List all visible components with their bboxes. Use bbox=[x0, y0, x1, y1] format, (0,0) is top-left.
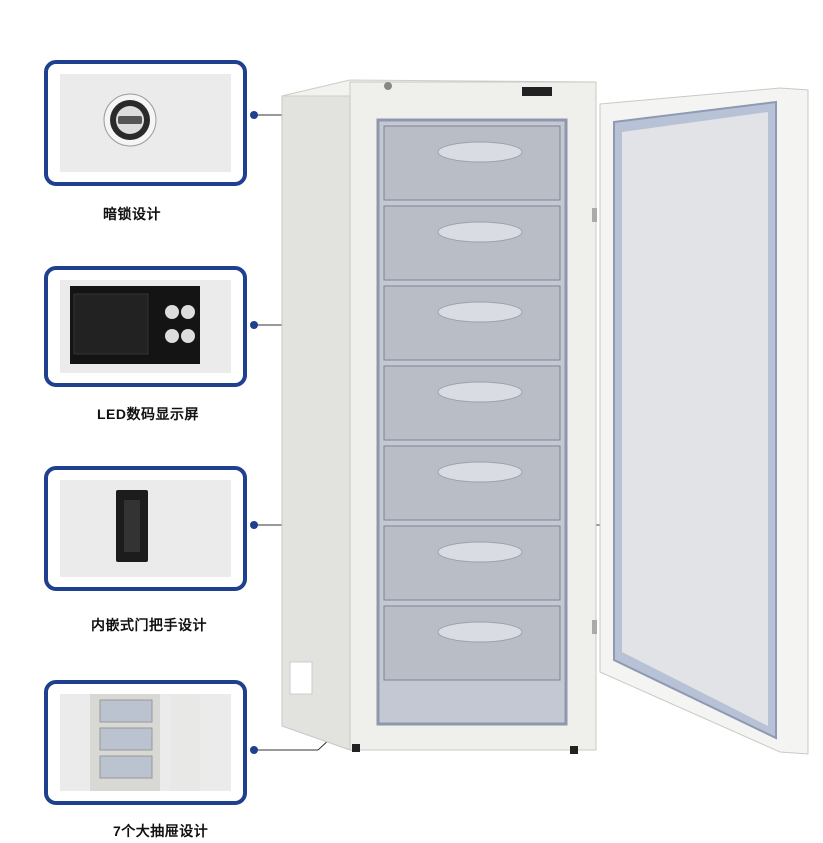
lock-icon bbox=[103, 93, 157, 147]
caption-display: LED数码显示屏 bbox=[97, 406, 199, 422]
display-panel-icon bbox=[70, 286, 200, 364]
drawer bbox=[383, 445, 561, 521]
callout-display-dot bbox=[250, 321, 258, 329]
callout-lock-dot bbox=[250, 111, 258, 119]
drawer-highlight bbox=[437, 141, 523, 163]
callout-drawer-image bbox=[60, 694, 231, 791]
callout-display-image bbox=[60, 280, 231, 373]
callout-handle-image bbox=[60, 480, 231, 577]
drawer-highlight bbox=[437, 221, 523, 243]
drawer-highlight bbox=[437, 301, 523, 323]
drawer bbox=[383, 285, 561, 361]
drawer-highlight bbox=[437, 381, 523, 403]
drawer bbox=[383, 525, 561, 601]
drawer bbox=[383, 605, 561, 681]
freezer-illustration bbox=[281, 79, 809, 755]
caption-handle: 内嵌式门把手设计 bbox=[91, 617, 207, 633]
drawer-highlight bbox=[437, 541, 523, 563]
display-panel-icon bbox=[522, 87, 552, 96]
callout-display bbox=[44, 266, 247, 387]
drawer bbox=[383, 125, 561, 201]
lock-icon bbox=[384, 82, 392, 90]
callout-drawer bbox=[44, 680, 247, 805]
drawer-highlight bbox=[437, 461, 523, 483]
drawer bbox=[383, 365, 561, 441]
caption-lock: 暗锁设计 bbox=[103, 206, 161, 222]
drawer-highlight bbox=[437, 621, 523, 643]
callout-lock-image bbox=[60, 74, 231, 172]
caption-drawer: 7个大抽屉设计 bbox=[113, 823, 209, 839]
drawer-stack bbox=[383, 125, 561, 681]
callout-drawer-dot bbox=[250, 746, 258, 754]
callout-handle-dot bbox=[250, 521, 258, 529]
door-handle-icon bbox=[116, 490, 148, 562]
callout-lock bbox=[44, 60, 247, 186]
drawer bbox=[383, 205, 561, 281]
drawer-icon bbox=[90, 694, 200, 791]
callout-handle bbox=[44, 466, 247, 591]
